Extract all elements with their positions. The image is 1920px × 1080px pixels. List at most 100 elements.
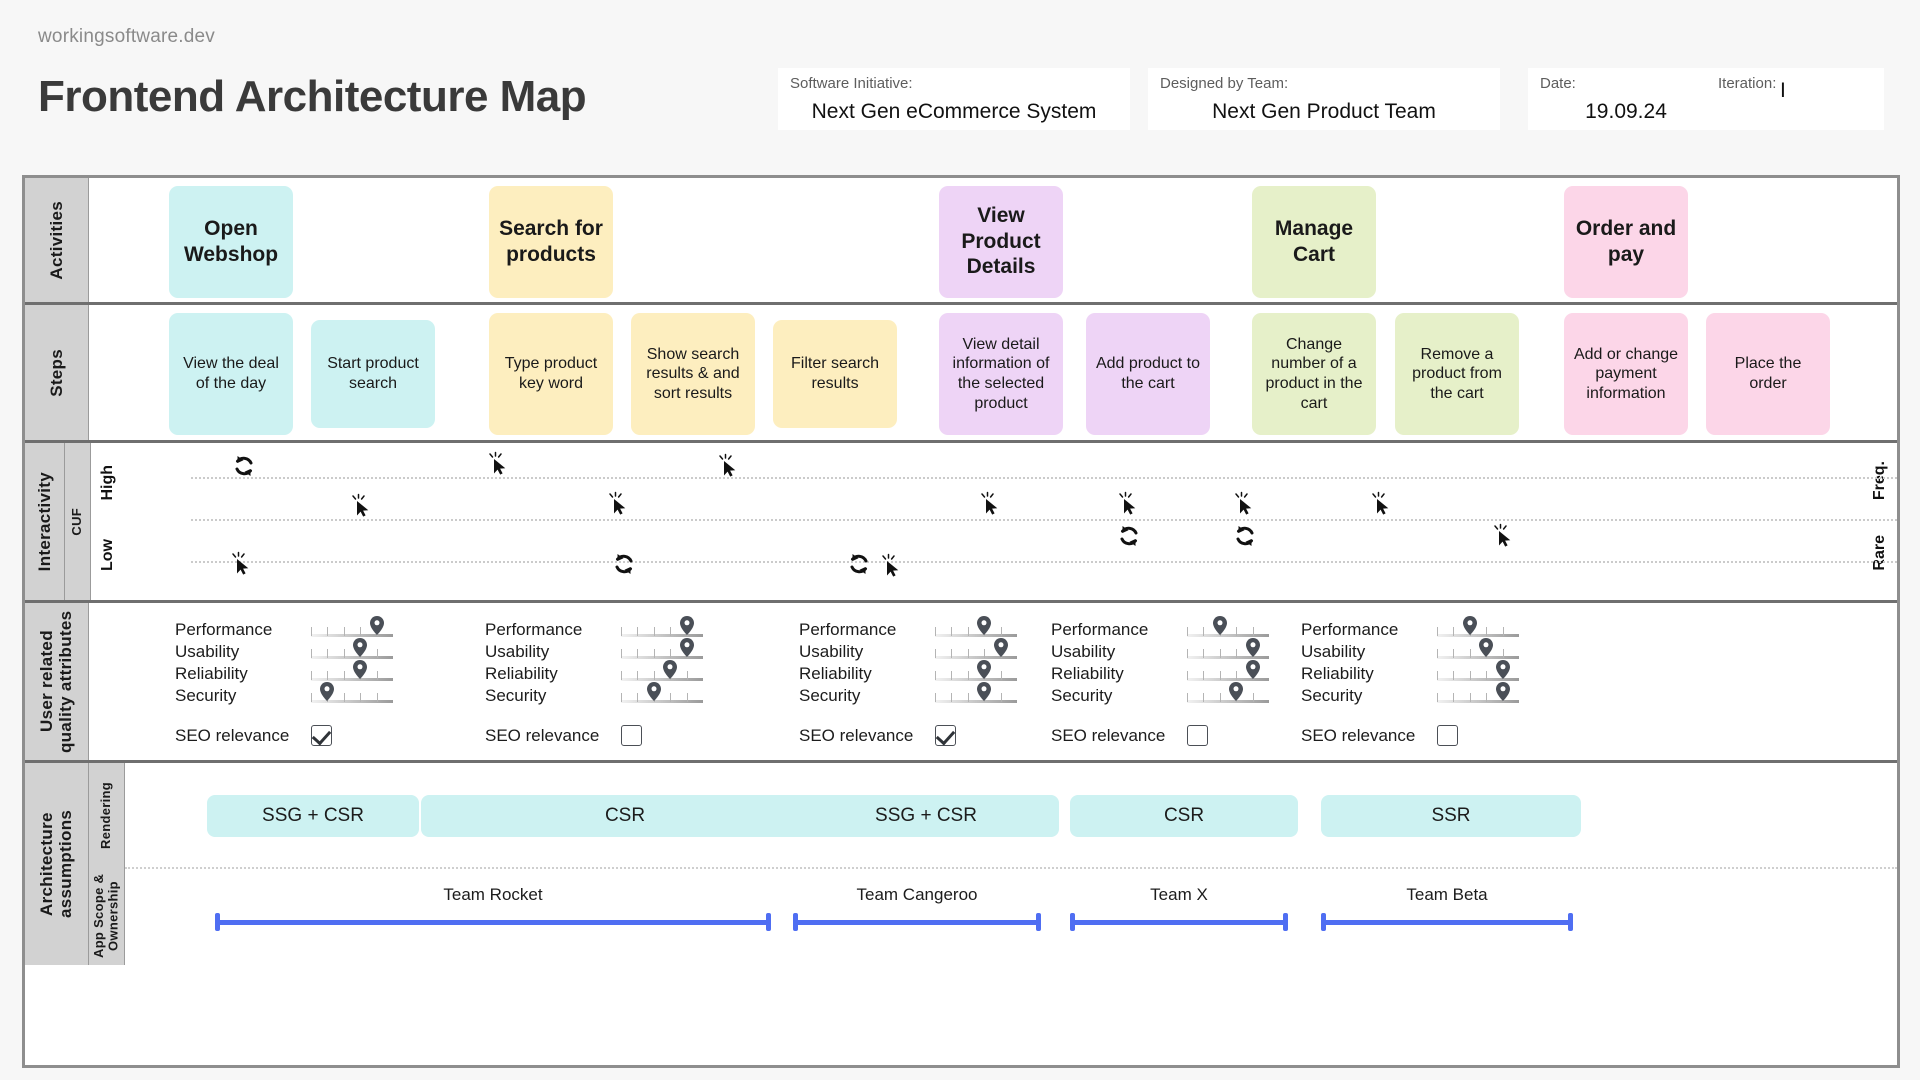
activity-card[interactable]: Open Webshop xyxy=(169,185,293,298)
slider-tick xyxy=(1486,693,1488,702)
slider-tick xyxy=(1187,649,1188,658)
meta-box-software-initiative[interactable]: Software Initiative: Next Gen eCommerce … xyxy=(778,68,1130,130)
seo-relevance-checkbox[interactable] xyxy=(621,725,642,746)
step-card[interactable]: Add product to the cart xyxy=(1086,313,1210,435)
slider-pin-marker[interactable] xyxy=(1495,660,1510,679)
quality-attribute-slider[interactable] xyxy=(1437,660,1519,685)
team-label: Team Rocket xyxy=(443,885,543,904)
step-card[interactable]: Show search results & and sort results xyxy=(631,313,755,435)
slider-pin-marker[interactable] xyxy=(1229,682,1244,701)
slider-pin-marker[interactable] xyxy=(320,682,335,701)
quality-attribute-slider[interactable] xyxy=(311,638,393,663)
quality-attribute-row: Performance xyxy=(485,616,703,641)
slider-pin-marker[interactable] xyxy=(977,660,992,679)
meta-box-date[interactable]: Date: 19.09.24 xyxy=(1528,68,1724,130)
activity-card[interactable]: Search for products xyxy=(489,185,613,298)
meta-box-designed-by-team[interactable]: Designed by Team: Next Gen Product Team xyxy=(1148,68,1500,130)
cursor-icon xyxy=(716,453,742,479)
step-card[interactable]: Add or change payment information xyxy=(1564,313,1688,435)
quality-attribute-slider[interactable] xyxy=(1187,616,1269,641)
quality-attribute-slider[interactable] xyxy=(311,616,393,641)
team-ownership-span[interactable]: Team X xyxy=(1070,885,1288,931)
seo-relevance-checkbox[interactable] xyxy=(1437,725,1458,746)
slider-pin-marker[interactable] xyxy=(646,682,661,701)
quality-attribute-slider[interactable] xyxy=(1437,682,1519,707)
slider-pin-marker[interactable] xyxy=(679,616,694,635)
seo-relevance-checkbox[interactable] xyxy=(311,725,332,746)
slider-tick xyxy=(637,693,639,702)
quality-attribute-slider[interactable] xyxy=(621,660,703,685)
quality-attribute-slider[interactable] xyxy=(1437,638,1519,663)
slider-pin-marker[interactable] xyxy=(993,638,1008,657)
quality-attribute-slider[interactable] xyxy=(1187,660,1269,685)
quality-attribute-slider[interactable] xyxy=(621,616,703,641)
step-card[interactable]: Type product key word xyxy=(489,313,613,435)
team-span-bar xyxy=(793,920,1041,925)
slider-track xyxy=(621,678,703,681)
slider-tick xyxy=(967,649,969,658)
meta-box-iteration[interactable]: Iteration: I xyxy=(1706,68,1884,130)
seo-relevance-checkbox[interactable] xyxy=(1187,725,1208,746)
slider-tick xyxy=(311,627,312,636)
quality-attribute-label: Reliability xyxy=(175,664,248,683)
quality-attribute-slider[interactable] xyxy=(935,660,1017,685)
team-span-cap-right xyxy=(1283,913,1288,931)
rendering-strategy-pill[interactable]: SSR xyxy=(1321,795,1581,837)
slider-pin-marker[interactable] xyxy=(1479,638,1494,657)
step-card[interactable]: Change number of a product in the cart xyxy=(1252,313,1376,435)
step-card[interactable]: Start product search xyxy=(311,320,435,428)
team-label: Team Beta xyxy=(1406,885,1488,904)
activity-card[interactable]: Manage Cart xyxy=(1252,185,1376,298)
team-ownership-span[interactable]: Team Cangeroo xyxy=(793,885,1041,931)
team-ownership-span[interactable]: Team Rocket xyxy=(215,885,771,931)
slider-tick xyxy=(1437,649,1438,658)
slider-pin-marker[interactable] xyxy=(353,638,368,657)
slider-pin-marker[interactable] xyxy=(977,682,992,701)
slider-pin-marker[interactable] xyxy=(1495,682,1510,701)
quality-attribute-label: Performance xyxy=(1051,620,1149,639)
quality-attribute-slider[interactable] xyxy=(1187,638,1269,663)
step-card[interactable]: Place the order xyxy=(1706,313,1830,435)
slider-pin-marker[interactable] xyxy=(679,638,694,657)
team-ownership-span[interactable]: Team Beta xyxy=(1321,885,1573,931)
activity-card[interactable]: View Product Details xyxy=(939,185,1063,298)
slider-tick xyxy=(1453,649,1455,658)
slider-track xyxy=(311,634,393,637)
quality-attribute-slider[interactable] xyxy=(311,660,393,685)
activity-card[interactable]: Order and pay xyxy=(1564,185,1688,298)
quality-attribute-slider[interactable] xyxy=(311,682,393,707)
rendering-strategy-pill[interactable]: SSG + CSR xyxy=(207,795,419,837)
slider-pin-marker[interactable] xyxy=(1212,616,1227,635)
seo-relevance-checkbox[interactable] xyxy=(935,725,956,746)
step-card[interactable]: Remove a product from the cart xyxy=(1395,313,1519,435)
rendering-strategy-pill[interactable]: SSG + CSR xyxy=(793,795,1059,837)
quality-attribute-label: Usability xyxy=(799,642,864,661)
slider-pin-marker[interactable] xyxy=(353,660,368,679)
quality-attribute-slider[interactable] xyxy=(1187,682,1269,707)
quality-attribute-label: Reliability xyxy=(799,664,872,683)
slider-pin-marker[interactable] xyxy=(1245,660,1260,679)
step-card[interactable]: Filter search results xyxy=(773,320,897,428)
quality-attribute-slider[interactable] xyxy=(621,638,703,663)
quality-attribute-slider[interactable] xyxy=(935,616,1017,641)
slider-tick xyxy=(376,693,378,702)
slider-pin-marker[interactable] xyxy=(1245,638,1260,657)
quality-attribute-slider[interactable] xyxy=(1437,616,1519,641)
slider-pin-marker[interactable] xyxy=(977,616,992,635)
slider-track xyxy=(621,700,703,703)
rendering-strategy-pill[interactable]: CSR xyxy=(1070,795,1298,837)
slider-tick xyxy=(343,671,345,680)
step-card[interactable]: View detail information of the selected … xyxy=(939,313,1063,435)
slider-pin-marker[interactable] xyxy=(1462,616,1477,635)
quality-attribute-label: Security xyxy=(485,686,547,705)
slider-tick xyxy=(376,671,378,680)
step-card[interactable]: View the deal of the day xyxy=(169,313,293,435)
quality-attribute-slider[interactable] xyxy=(935,638,1017,663)
quality-attribute-slider[interactable] xyxy=(621,682,703,707)
rendering-strategy-pill[interactable]: CSR xyxy=(421,795,829,837)
quality-attribute-slider[interactable] xyxy=(935,682,1017,707)
slider-pin-marker[interactable] xyxy=(663,660,678,679)
slider-pin-marker[interactable] xyxy=(369,616,384,635)
quality-attribute-row: Reliability xyxy=(1301,660,1519,685)
slider-track xyxy=(1437,700,1519,703)
